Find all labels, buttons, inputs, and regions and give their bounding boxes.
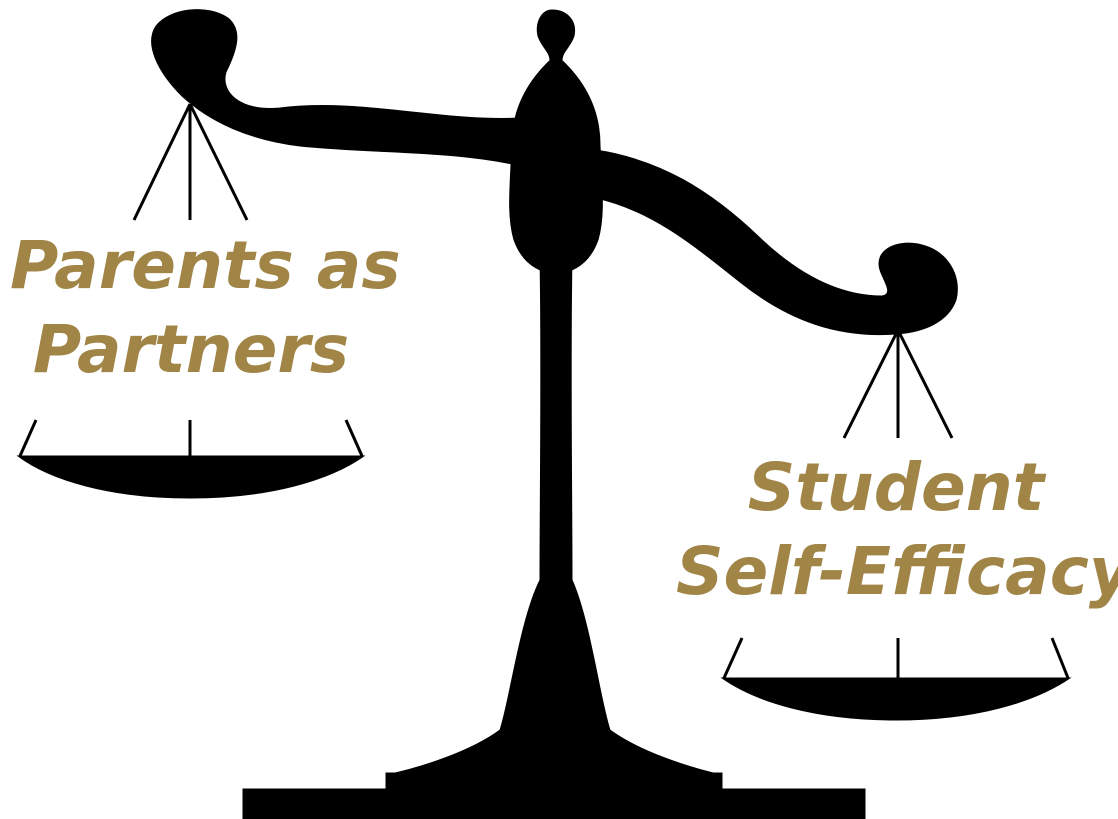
right-string-upper-a: [842, 329, 900, 439]
right-string-upper-c: [896, 329, 954, 439]
left-string-lower-a: [18, 419, 38, 457]
scale-base-bottom: [242, 788, 866, 819]
scale-finial: [536, 9, 576, 61]
scale-pan-right: [720, 677, 1072, 721]
left-string-upper-a: [132, 103, 192, 221]
right-pan-label: Student Self-Efficacy: [676, 446, 1118, 614]
right-pan-label-line2: Self-Efficacy: [676, 533, 1118, 610]
scale-beam-right-arm: [595, 149, 958, 336]
scale-base-step: [385, 772, 723, 792]
right-pan-label-line1: Student: [747, 449, 1045, 526]
left-pan-label-line1: Parents as: [10, 227, 401, 304]
scale-pan-left: [16, 455, 366, 499]
right-string-lower-c: [1050, 637, 1070, 679]
scale-pillar: [385, 257, 723, 776]
left-string-upper-c: [188, 103, 249, 221]
right-string-lower-a: [722, 637, 744, 679]
left-string-lower-c: [344, 419, 364, 457]
left-pan-label: Parents as Partners: [10, 224, 401, 392]
scale-beam-left-arm: [151, 9, 523, 167]
scale-central-housing: [509, 54, 603, 275]
left-pan-label-line2: Partners: [32, 311, 350, 388]
